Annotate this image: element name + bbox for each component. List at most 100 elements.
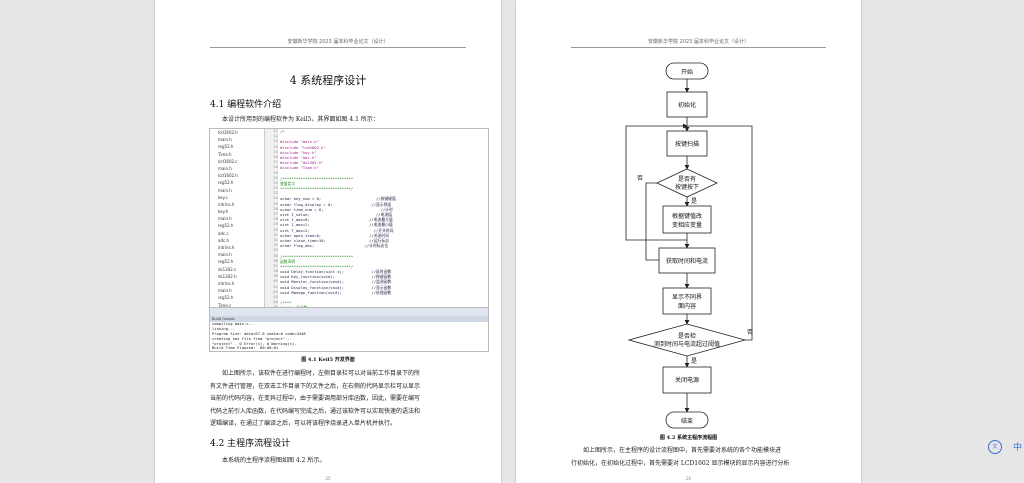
- tree-item: ds1302.h: [218, 273, 237, 279]
- line-number: 19: [273, 170, 278, 175]
- line-number: 31: [273, 232, 278, 237]
- start-terminal: [665, 62, 709, 80]
- line-number: 17: [273, 160, 278, 165]
- modify-label-2: 变相应变量: [672, 221, 702, 229]
- code-line: /*******************************: [280, 175, 354, 181]
- tree-item: main.h: [218, 137, 232, 143]
- line-number: 16: [273, 154, 278, 159]
- code-line: uint T_max=2; //开关时间: [280, 227, 394, 233]
- acquire-label: 获取时间和电流: [666, 257, 708, 265]
- tree-item: main.h: [218, 216, 232, 222]
- paragraph-line: 当前的代码内容，在变异过程中，由于需要调用部分库函数，因此，需要在编写: [210, 395, 421, 402]
- tree-item: reg52.h: [218, 295, 234, 301]
- acquire-box: [658, 247, 716, 274]
- header-rule: [210, 47, 466, 48]
- line-number: 42: [273, 289, 278, 294]
- init-box: [666, 91, 708, 118]
- paragraph-line: 逻辑编译，在通过了编译之后，可以将该程序烧录进入单片机并执行。: [210, 420, 397, 427]
- tree-item: ds1302.c: [218, 266, 237, 272]
- output-line: Build Time Elapsed: 00:00:01: [212, 345, 279, 351]
- init-label: 初始化: [678, 101, 696, 109]
- tree-item: main.h: [218, 252, 232, 258]
- editor-tab-bar: [210, 307, 488, 317]
- code-line: uchar flag_abc; //计时标志位: [280, 243, 389, 249]
- page-header: 安徽新华学院 2023 届本科毕业论文（设计）: [648, 39, 749, 45]
- display-box: [662, 287, 712, 315]
- line-number: 43: [273, 295, 278, 299]
- tree-item: intrins.h: [218, 201, 235, 207]
- end-label: 结束: [681, 417, 693, 425]
- close-box: [662, 366, 712, 394]
- page-header: 安徽新华学院 2023 届本科毕业论文（设计）: [287, 39, 389, 45]
- yes-label-2: 是: [691, 358, 697, 365]
- code-line: uint I_max=0; //电流最大值: [280, 217, 393, 223]
- code-line: *******************************/: [280, 263, 354, 269]
- start-label: 开始: [681, 68, 693, 76]
- line-number: 33: [273, 243, 278, 248]
- side-widget-label[interactable]: 中: [1012, 443, 1022, 453]
- yes-label-1: 是: [691, 198, 697, 205]
- paragraph-line: 行初始化，在初始化过程中，首先需要对 LCD1602 显示模块的显示内容进行分析: [571, 459, 790, 467]
- tree-item: Time.h: [218, 151, 232, 157]
- tree-item: adc.c: [218, 230, 229, 236]
- code-line: uint I_value; //电流值: [280, 212, 392, 217]
- page-number: 26: [685, 476, 692, 481]
- section-heading-4-2: 4.2 主程序流程设计: [210, 439, 291, 449]
- output-line: linking...: [212, 325, 235, 331]
- tree-item: intrins.h: [218, 245, 235, 250]
- line-number: 38: [273, 269, 278, 274]
- figure-caption: 图 4.1 Keil5 开发界面: [301, 357, 355, 363]
- scan-box: [666, 130, 708, 157]
- tree-item: main.h: [218, 187, 232, 193]
- tree-item: intrins.h: [218, 280, 235, 286]
- paragraph-line: 如上图所示，在主程序的设计流程图中，首先需要对系统的各个功能模块进: [583, 447, 782, 454]
- code-line: void Key_function(void); //按键函数: [280, 274, 392, 280]
- no-label-2: 否: [747, 329, 753, 336]
- line-number: 41: [273, 284, 278, 289]
- build-output-panel: compiling main.c...linking...Program Siz…: [210, 321, 488, 351]
- line-number: 40: [273, 279, 278, 284]
- line-number: 24: [273, 196, 278, 201]
- tree-item: Time.c: [218, 302, 232, 308]
- line-number: 14: [273, 144, 278, 149]
- line-number: 11: [273, 129, 278, 133]
- tree-item: main.h: [218, 288, 232, 294]
- display-label-2: 面内容: [678, 302, 696, 310]
- code-line: void Display_function(void); //显示函数: [280, 284, 392, 290]
- key-decision: [656, 168, 718, 198]
- code-line: #include "Time.h": [280, 165, 319, 171]
- no-label-1: 否: [637, 175, 643, 182]
- line-number: 30: [273, 227, 278, 232]
- figure-caption: 图 4.2 系统主程序流程图: [659, 435, 718, 441]
- chapter-title: 4 系统程序设计: [289, 74, 367, 87]
- end-terminal: [665, 411, 709, 429]
- section-heading-4-1: 4.1 编程软件介绍: [210, 100, 282, 110]
- output-line: compiling main.c...: [212, 321, 256, 326]
- code-line: #include "adc.h": [280, 154, 317, 160]
- line-number: 12: [273, 134, 278, 139]
- close-label: 关闭电源: [675, 376, 699, 384]
- scan-label: 按键扫描: [675, 140, 699, 148]
- code-line: /*******************************: [280, 253, 354, 259]
- code-line: *******************************/: [280, 186, 354, 192]
- tree-item: lcd1602.h: [218, 130, 238, 135]
- translate-icon[interactable]: 文: [988, 440, 1002, 454]
- code-line: uchar close_time=10; //运行标志: [280, 237, 389, 243]
- tree-item: key.c: [218, 194, 228, 200]
- body-paragraph: 如上图所示，在主程序的设计流程图中，首先需要对系统的各个功能模块进行初始化，在初…: [571, 445, 826, 470]
- output-line: Program Size: data=67.0 xdata=0 code=444…: [212, 330, 306, 336]
- build-output-header: Build Output: [210, 316, 488, 322]
- line-number: 35: [273, 253, 278, 258]
- line-number: 36: [273, 258, 278, 263]
- line-number: 21: [273, 180, 278, 185]
- code-line: #include "lcd1602.h": [280, 144, 326, 150]
- paragraph-line: 代码之前引入库函数，在代码编写完成之后，通过该软件可以实现快速的语法和: [210, 407, 421, 415]
- header-rule: [571, 47, 826, 48]
- line-number: 25: [273, 201, 278, 206]
- display-label-1: 显示不同界: [672, 294, 702, 301]
- line-number: 39: [273, 274, 278, 279]
- line-number: 18: [273, 165, 278, 170]
- tree-item: lcd1602.h: [218, 173, 238, 179]
- line-number: 32: [273, 237, 278, 242]
